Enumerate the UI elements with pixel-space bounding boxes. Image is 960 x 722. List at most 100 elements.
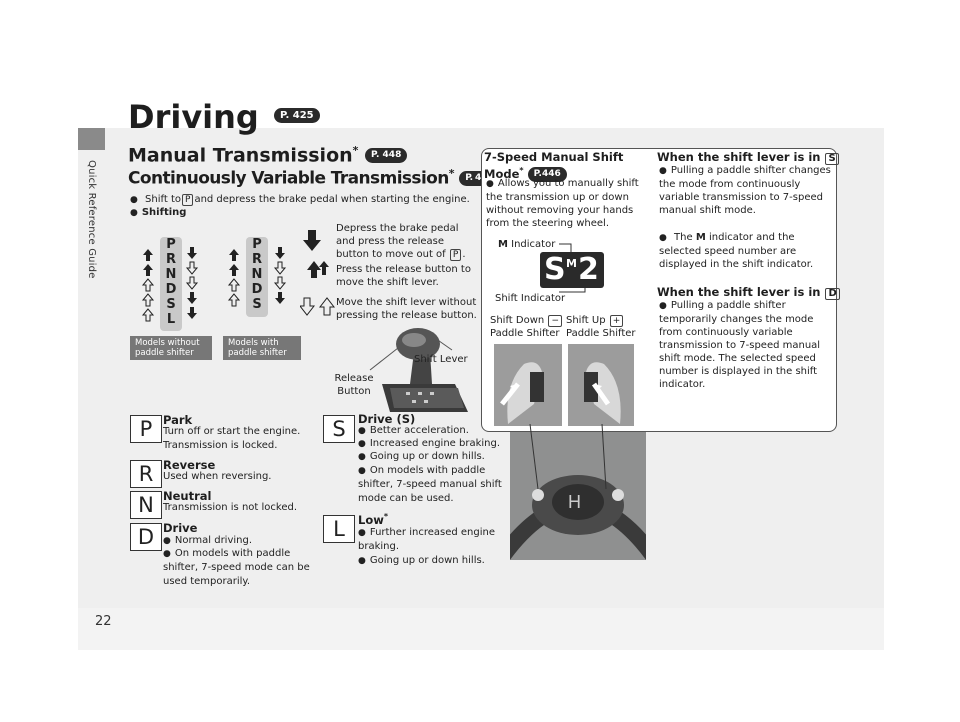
page-ref-link[interactable]: P. 425 [273, 107, 320, 123]
paddle-callout-lines [529, 424, 607, 490]
m-indicator-text: Indicator [511, 239, 556, 250]
bullet1-pre: Shift to [145, 194, 181, 205]
m-letter: M [498, 239, 508, 250]
page-number: 22 [95, 614, 112, 629]
legend-p-key: P [449, 249, 462, 261]
svg-text:H: H [568, 492, 581, 512]
gear-p-name: Park [163, 413, 193, 427]
legend-item-1: Depress the brake pedal and press the re… [336, 223, 466, 261]
cvt-heading: Continuously Variable Transmission* P. 4… [128, 167, 521, 189]
gear-d-bullet-2: On models with paddle shifter, 7-speed m… [163, 547, 313, 589]
shift-indicator-display: S M 2 [540, 252, 604, 288]
display-m-letter: M [566, 257, 577, 270]
gear-s-icon: S [323, 415, 355, 443]
when-s-bullet-2: The M indicator and the selected speed n… [659, 231, 831, 271]
gate-letter: N [251, 267, 263, 282]
gear-d-bullet-1: Normal driving. [163, 534, 313, 548]
when-s-b2-m: M [695, 232, 706, 243]
hand-left-icon [494, 344, 562, 426]
gear-r-name: Reverse [163, 458, 216, 472]
minus-key: − [548, 315, 562, 327]
shift-up-label: Shift Up + Paddle Shifter [566, 314, 636, 340]
page-title-text: Driving [128, 98, 259, 136]
gate-without-paddle: P R N D S L [160, 237, 182, 331]
sidebar-label: Quick Reference Guide [86, 160, 97, 279]
gear-d-icon: D [130, 523, 162, 551]
plus-key: + [609, 315, 624, 327]
display-mode-letter: S [544, 252, 566, 287]
gear-l-bullet-2: Going up or down hills. [358, 554, 508, 568]
gear-r-desc: Used when reversing. [163, 471, 272, 482]
legend-item-2: Press the release button to move the shi… [336, 264, 471, 288]
when-s-b2-pre: The [674, 232, 693, 243]
bullet-shifting: Shifting [130, 206, 187, 220]
steering-wheel-icon: H [493, 410, 663, 565]
gate-letter: S [252, 297, 262, 312]
mt-star: * [352, 144, 359, 157]
shift-lever-label: Shift Lever [414, 354, 468, 365]
m-indicator-label: M Indicator [498, 238, 555, 251]
gate-arrows-left-icon [141, 247, 199, 322]
when-d-heading: When the shift lever is in D [657, 285, 841, 300]
gear-l-icon: L [323, 515, 355, 543]
when-d-heading-text: When the shift lever is in [657, 285, 821, 299]
gate-letter: R [165, 252, 176, 267]
gear-n-icon: N [130, 491, 162, 519]
gate-with-paddle: P R N D S [246, 237, 268, 317]
gate-letter: P [166, 237, 176, 252]
shift-down-photo [494, 344, 562, 426]
gear-r-icon: R [130, 460, 162, 488]
section-tab [78, 128, 105, 150]
s-key: S [825, 153, 839, 165]
when-s-heading: When the shift lever is in S [657, 150, 840, 165]
page-title: Driving P. 425 [128, 98, 320, 136]
gear-l-name-text: Low [358, 512, 384, 527]
gear-l-star: * [383, 512, 389, 521]
gate-letter: P [252, 237, 262, 252]
manual-transmission-heading: Manual Transmission* P. 448 [128, 144, 408, 166]
gear-s-bullet-3: Going up or down hills. [358, 450, 508, 464]
gate-letter: L [166, 312, 176, 327]
gear-n-name: Neutral [163, 489, 212, 503]
shift-indicator-label: Shift Indicator [495, 293, 566, 304]
caption-without-paddle: Models without paddle shifter [130, 336, 212, 360]
gear-s-bullet-1: Better acceleration. [358, 424, 508, 438]
bullet2-text: Shifting [141, 207, 187, 218]
gear-s-bullet-2: Increased engine braking. [358, 437, 513, 451]
gear-n-desc: Transmission is not locked. [163, 502, 298, 513]
caption-with-paddle: Models with paddle shifter [223, 336, 301, 360]
legend-arrows-icon [300, 230, 336, 316]
bullet1-post: and depress the brake pedal when startin… [194, 194, 470, 205]
gate-letter: D [165, 282, 177, 297]
shift-down-label: Shift Down − Paddle Shifter [490, 314, 563, 340]
gate-letter: D [251, 282, 263, 297]
manual-mode-star: * [519, 166, 524, 175]
paddle-shifter-left-text: Paddle Shifter [490, 328, 560, 339]
shift-up-photo [568, 344, 634, 426]
d-key: D [825, 288, 840, 300]
manual-mode-heading-line1: 7-Speed Manual Shift [484, 150, 624, 164]
mt-ref-link[interactable]: P. 448 [365, 148, 408, 164]
gate-letter: R [251, 252, 262, 267]
footer-band [78, 608, 884, 650]
p-key: P [182, 194, 194, 206]
shift-down-text: Shift Down [490, 315, 545, 326]
when-d-bullet-1: Pulling a paddle shifter temporarily cha… [659, 299, 831, 391]
manual-mode-desc: Allows you to manually shift the transmi… [486, 177, 656, 230]
hand-right-icon [568, 344, 634, 426]
gear-l-name: Low* [358, 512, 388, 527]
cvt-heading-text: Continuously Variable Transmission [128, 168, 449, 189]
when-s-b2-post: indicator and the selected speed number … [659, 232, 814, 270]
gear-s-name: Drive (S) [358, 412, 416, 426]
gear-p-icon: P [130, 415, 162, 443]
gear-p-desc: Turn off or start the engine. Transmissi… [163, 426, 301, 451]
cvt-star: * [448, 167, 455, 180]
release-button-label: Release Button [334, 373, 374, 397]
gear-s-bullet-4: On models with paddle shifter, 7-speed m… [358, 464, 503, 506]
display-gear-number: 2 [578, 252, 599, 287]
paddle-shifter-right-text: Paddle Shifter [566, 328, 636, 339]
gate-letter: N [165, 267, 177, 282]
when-s-bullet-1: Pulling a paddle shifter changes the mod… [659, 164, 831, 217]
legend-item-3: Move the shift lever without pressing th… [336, 297, 477, 321]
